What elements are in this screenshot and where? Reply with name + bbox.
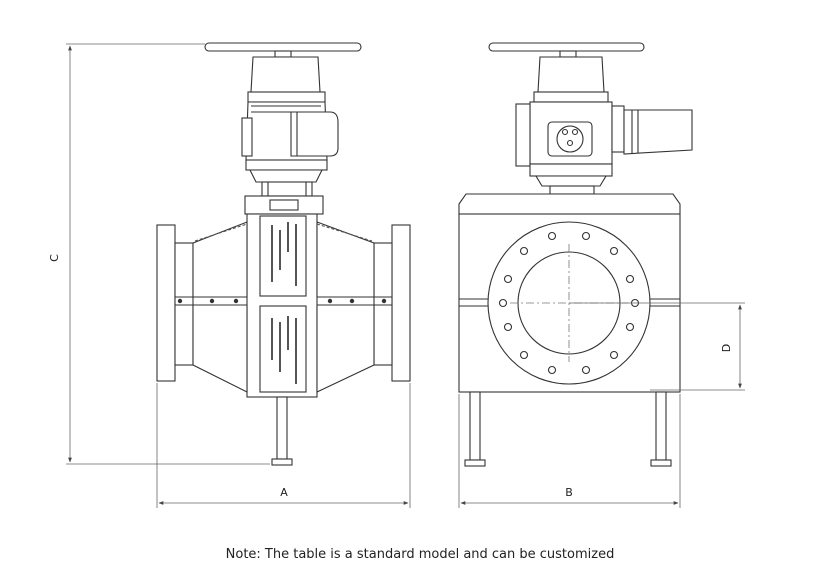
side-bolt-holes [498, 231, 640, 375]
front-right-pipe [316, 221, 411, 393]
dimension-b-label: B [565, 486, 573, 499]
side-legs [464, 391, 672, 467]
dimension-d-label: D [720, 344, 733, 352]
front-actuator [241, 56, 339, 197]
front-left-pipe [156, 221, 248, 393]
side-view [458, 42, 693, 467]
front-view [156, 42, 411, 466]
side-body [458, 193, 681, 393]
front-yoke [244, 195, 324, 215]
dimension-a-label: A [280, 486, 288, 499]
front-handwheel [204, 42, 362, 58]
front-bolts [177, 298, 387, 304]
front-drain-stem [271, 396, 293, 466]
footnote: Note: The table is a standard model and … [225, 547, 615, 562]
dimension-lines [66, 43, 745, 508]
dimension-c-label: C [48, 254, 61, 262]
side-actuator [515, 56, 693, 195]
side-handwheel [488, 42, 645, 58]
front-body [246, 213, 318, 398]
